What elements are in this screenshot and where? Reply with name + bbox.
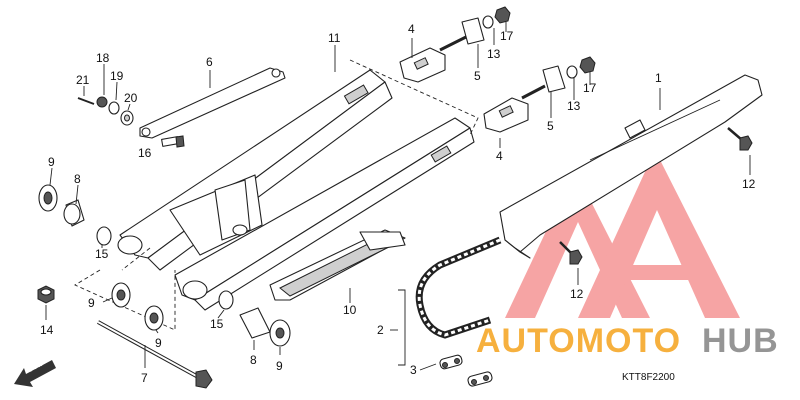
callout-12a: 12 <box>742 177 756 191</box>
callout-1: 1 <box>655 71 662 85</box>
callout-17b: 17 <box>583 81 597 95</box>
pivot-bolt <box>97 320 213 389</box>
callout-8b: 8 <box>250 353 257 367</box>
callout-12b: 12 <box>570 287 584 301</box>
callout-15a: 15 <box>95 247 109 261</box>
callout-2: 2 <box>377 323 384 337</box>
leader-lines <box>45 22 751 371</box>
callout-9d: 9 <box>276 359 283 373</box>
bearing-9-upper <box>38 184 58 212</box>
collar-8-upper <box>63 199 85 227</box>
callout-13b: 13 <box>567 99 581 113</box>
callout-labels: 1 2 3 4 4 5 5 6 7 8 8 9 9 9 9 10 11 12 1… <box>40 22 756 385</box>
assembly-outline <box>74 59 479 331</box>
callout-18: 18 <box>96 51 110 65</box>
bolt-16 <box>161 135 185 148</box>
watermark-word-grey: HUB <box>702 322 779 360</box>
callout-19: 19 <box>110 69 124 83</box>
adjuster-lower <box>483 56 596 133</box>
callout-4b: 4 <box>496 149 503 163</box>
callout-5b: 5 <box>547 119 554 133</box>
adjuster-upper <box>399 6 511 83</box>
drive-chain <box>415 236 502 339</box>
callout-14: 14 <box>40 323 54 337</box>
callout-16: 16 <box>138 146 152 160</box>
bushing-15-upper <box>96 226 112 246</box>
front-arrow-icon <box>14 360 56 387</box>
callout-11: 11 <box>328 31 341 45</box>
swingarm <box>117 69 475 311</box>
diagram-code: KTT8F2200 <box>622 372 675 383</box>
chain-case <box>499 74 763 259</box>
callout-9c: 9 <box>155 336 162 350</box>
torque-link <box>139 67 286 139</box>
watermark-logo <box>505 150 740 318</box>
front-direction-indicator: FR. <box>14 358 56 387</box>
watermark-wordmark: AUTOMOTO HUB <box>476 322 779 360</box>
callout-9a: 9 <box>48 155 55 169</box>
callout-15b: 15 <box>210 317 224 331</box>
callout-13a: 13 <box>487 47 501 61</box>
watermark-word-orange: AUTOMOTO <box>476 322 681 360</box>
master-link <box>439 354 493 387</box>
bolt-12-lower <box>559 241 583 265</box>
callout-6: 6 <box>206 55 213 69</box>
hardware-18-21 <box>77 96 134 126</box>
bearing-9-lower-c <box>269 319 291 347</box>
callout-21: 21 <box>76 73 90 87</box>
callout-10: 10 <box>343 303 357 317</box>
callout-5a: 5 <box>474 69 481 83</box>
callout-20: 20 <box>124 91 138 105</box>
collar-8-lower <box>239 307 271 339</box>
bolt-12-right <box>727 127 753 151</box>
nut-14 <box>37 285 55 304</box>
bushing-15-lower <box>218 290 234 310</box>
bearing-9-lower-a <box>111 282 131 308</box>
callout-17a: 17 <box>500 29 514 43</box>
callout-8a: 8 <box>74 172 81 186</box>
callout-3: 3 <box>410 363 417 377</box>
chain-slider <box>269 229 406 301</box>
callout-7: 7 <box>141 371 148 385</box>
callout-9b: 9 <box>88 296 95 310</box>
callout-4a: 4 <box>408 22 415 36</box>
bearing-9-lower-b <box>144 305 164 331</box>
